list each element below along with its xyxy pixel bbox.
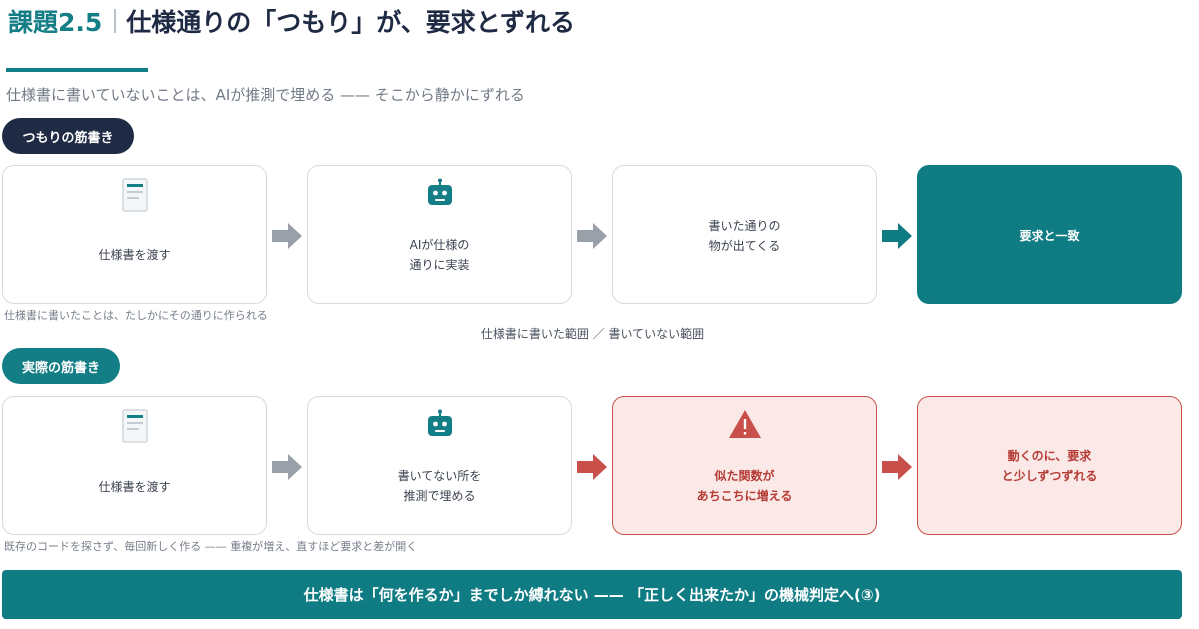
actual-step-3-card: 似た関数が あちこちに増える bbox=[612, 396, 877, 535]
actual-step-4-card: 動くのに、要求 と少しずつずれる bbox=[917, 396, 1182, 535]
intended-flow-note: 仕様書に書いたことは、たしかにその通りに作られる bbox=[4, 309, 268, 322]
robot-icon bbox=[427, 178, 452, 205]
warning-icon bbox=[728, 410, 761, 438]
arrow-right-icon bbox=[272, 454, 302, 480]
conclusion-banner: 仕様書は「何を作るか」までしか縛れない —— 「正しく出来たか」の機械判定へ(③… bbox=[2, 570, 1182, 619]
intended-step-4-card: 要求と一致 bbox=[917, 165, 1182, 304]
page-title: 課題2.5 仕様通りの「つもり」が、要求とずれる bbox=[8, 4, 575, 38]
actual-step-1-card: 仕様書を渡す bbox=[2, 396, 267, 535]
document-icon bbox=[121, 409, 148, 443]
arrow-right-icon bbox=[577, 223, 607, 249]
actual-flow-pill: 実際の筋書き bbox=[2, 348, 120, 384]
intended-step-1-label: 仕様書を渡す bbox=[98, 248, 171, 262]
arrow-right-icon bbox=[882, 223, 912, 249]
accent-underline bbox=[6, 68, 148, 72]
actual-step-1-label: 仕様書を渡す bbox=[98, 480, 171, 494]
intended-flow-pill: つもりの筋書き bbox=[2, 118, 134, 154]
actual-step-2-card: 書いてない所を 推測で埋める bbox=[307, 396, 572, 535]
arrow-right-icon bbox=[272, 223, 302, 249]
intended-step-1-card: 仕様書を渡す bbox=[2, 165, 267, 304]
actual-step-2-label: 書いてない所を 推測で埋める bbox=[397, 469, 482, 503]
document-icon bbox=[121, 178, 148, 212]
title-separator bbox=[114, 9, 117, 33]
page-subtitle: 仕様書に書いていないことは、AIが推測で埋める —— そこから静かにずれる bbox=[6, 86, 525, 104]
actual-flow-note: 既存のコードを探さず、毎回新しく作る —— 重複が増え、直すほど要求と差が開く bbox=[4, 540, 418, 553]
intended-step-2-card: AIが仕様の 通りに実装 bbox=[307, 165, 572, 304]
robot-icon bbox=[427, 409, 452, 436]
intended-step-4-label: 要求と一致 bbox=[1019, 229, 1080, 243]
actual-step-3-label: 似た関数が あちこちに増える bbox=[696, 469, 793, 503]
section-tag: 課題2.5 bbox=[8, 8, 103, 37]
actual-step-4-label: 動くのに、要求 と少しずつずれる bbox=[1001, 449, 1098, 483]
title-text: 仕様通りの「つもり」が、要求とずれる bbox=[126, 8, 576, 37]
intended-step-3-card: 書いた通りの 物が出てくる bbox=[612, 165, 877, 304]
scope-divider-note: 仕様書に書いた範囲 ／ 書いていない範囲 bbox=[480, 327, 705, 341]
intended-step-3-label: 書いた通りの 物が出てくる bbox=[708, 219, 781, 253]
arrow-right-icon bbox=[882, 454, 912, 480]
arrow-right-icon bbox=[577, 454, 607, 480]
intended-step-2-label: AIが仕様の 通りに実装 bbox=[409, 238, 470, 272]
